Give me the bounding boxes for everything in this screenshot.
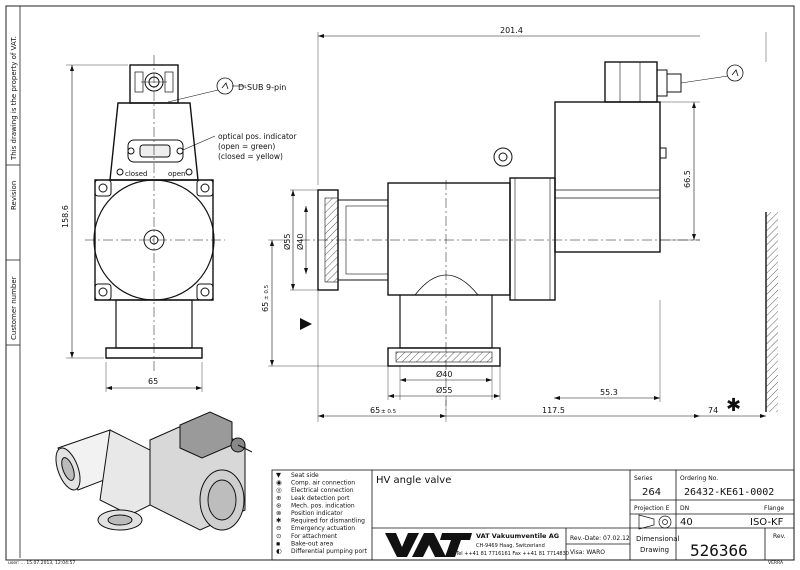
flange-value: ISO-KF <box>750 517 784 528</box>
legend-symbol-icon: ⊙ <box>276 532 281 540</box>
legend-symbol-icon: ⊗ <box>276 509 281 517</box>
indicator-label: optical pos. indicator <box>218 132 298 141</box>
left-length-tol: ± 0.5 <box>381 409 397 415</box>
property-note: This drawing is the property of VAT. <box>10 36 18 161</box>
flange-height-tol: ± 0.5 <box>264 284 270 300</box>
title-block <box>271 469 795 561</box>
customer-number-label: Customer number <box>10 276 18 340</box>
offset-dim: 55.3 <box>600 388 618 397</box>
legend-item-label: Comp. air connection <box>291 480 355 487</box>
company-address: CH-9469 Haag, Switzerland <box>476 543 545 549</box>
closed-indicator <box>116 168 124 176</box>
bottom-flange <box>387 347 501 367</box>
dn-value: 40 <box>680 517 693 528</box>
series-label: Series <box>634 475 652 482</box>
front-main-body <box>94 179 214 301</box>
rev-label: Rev. <box>773 533 786 540</box>
series-value: 264 <box>642 487 661 498</box>
projection-icon <box>638 514 672 530</box>
doc-type-line1: Dimensional <box>636 535 679 543</box>
bottom-od-dim: Ø55 <box>436 385 452 395</box>
open-state-label: (open = green) <box>218 142 275 151</box>
legend-item-label: Mech. pos. indication <box>291 502 355 509</box>
front-height-dim: 158.6 <box>61 205 70 228</box>
clearance-dim: 74 <box>708 406 718 415</box>
legend-symbol-icon: ◉ <box>276 479 282 487</box>
mech-pos-indicator <box>493 147 513 167</box>
legend-symbol-icon: ⊖ <box>276 524 281 532</box>
footer-right-note: VERRA <box>768 560 784 566</box>
isometric-view <box>55 411 253 531</box>
legend-symbol-icon: ▼ <box>276 471 281 479</box>
mid-length-dim: 117.5 <box>542 406 565 415</box>
seat-side-marker <box>300 318 312 330</box>
dismantling-star-icon: ✱ <box>726 395 741 416</box>
visa: Visa: WARO <box>570 549 605 556</box>
legend-item-label: Differential pumping port <box>291 548 368 555</box>
legend-symbol-icon: ⊛ <box>276 501 281 509</box>
flange-label: Flange <box>764 505 784 512</box>
side-view <box>300 61 778 412</box>
side-view-annotations: 201.4 66.5 Ø55 Ø40 65 ± 0.5 Ø40 Ø55 <box>261 26 767 422</box>
legend-symbol-icon: ◎ <box>276 486 282 494</box>
overall-length-dim: 201.4 <box>500 26 523 35</box>
open-text: open <box>168 170 185 178</box>
legend: ▼ Seat side ◉ Comp. air connection ◎ Electric… <box>276 471 368 555</box>
closed-text: closed <box>125 170 147 178</box>
drawing-title: HV angle valve <box>376 475 451 486</box>
company-phone: Tel ++41 81 7716161 Fax ++41 81 7714830 <box>455 551 569 557</box>
legend-item-label: Bake-out area <box>291 540 333 547</box>
front-view-annotations: D-SUB 9-pin optical pos. indicator (open… <box>61 64 298 392</box>
legend-symbol-icon: ✱ <box>276 517 281 525</box>
legend-item-label: Required for dismantling <box>291 518 365 525</box>
side-connector <box>604 61 658 103</box>
revision-label: Revision <box>10 181 18 210</box>
legend-item-label: Leak detection port <box>291 495 350 502</box>
ordering-label: Ordering No. <box>680 475 718 482</box>
dsub-label: D-SUB 9-pin <box>238 83 286 92</box>
ordering-value: 26432-KE61-0002 <box>684 487 774 498</box>
vat-logo <box>385 533 472 557</box>
open-indicator <box>185 168 193 176</box>
left-length-dim: 65 <box>370 406 380 415</box>
title-block-text: HV angle valve Series 264 Ordering No. 2… <box>376 475 786 560</box>
closed-state-label: (closed = yellow) <box>218 152 283 161</box>
legend-symbol-icon: ⊕ <box>276 494 281 502</box>
left-od-dim: Ø55 <box>282 234 292 250</box>
bottom-id-dim: Ø40 <box>436 369 452 379</box>
side-strip: This drawing is the property of VAT. Rev… <box>6 6 21 558</box>
bonnet-flange <box>509 177 556 301</box>
front-bottom-flange <box>105 347 203 359</box>
legend-item-label: Electrical connection <box>291 487 354 494</box>
valve-body <box>387 182 511 296</box>
footer-note: user: ... 15.07.2013, 12:04:57 <box>8 560 75 566</box>
actuator-body <box>554 101 661 253</box>
drawing-number: 526366 <box>690 541 748 560</box>
legend-item-label: Emergency actuation <box>291 525 355 532</box>
legend-symbol-icon: ▪ <box>276 539 280 547</box>
front-width-dim: 65 <box>148 377 158 386</box>
rev-date: Rev.-Date: 07.02.12 <box>570 535 630 542</box>
legend-item-label: Position indicator <box>291 510 343 517</box>
legend-symbol-icon: ◐ <box>276 547 282 555</box>
company-name: VAT Vakuumventile AG <box>476 532 559 540</box>
doc-type-line2: Drawing <box>640 546 669 554</box>
flange-height-dim: 65 <box>261 302 270 312</box>
actuator-height-dim: 66.5 <box>683 170 692 188</box>
dn-label: DN <box>680 505 689 512</box>
front-view <box>85 55 225 372</box>
projection-label: Projection E <box>634 505 670 512</box>
left-id-dim: Ø40 <box>295 234 305 250</box>
legend-item-label: For attachment <box>291 533 338 540</box>
legend-item-label: Seat side <box>291 472 319 479</box>
